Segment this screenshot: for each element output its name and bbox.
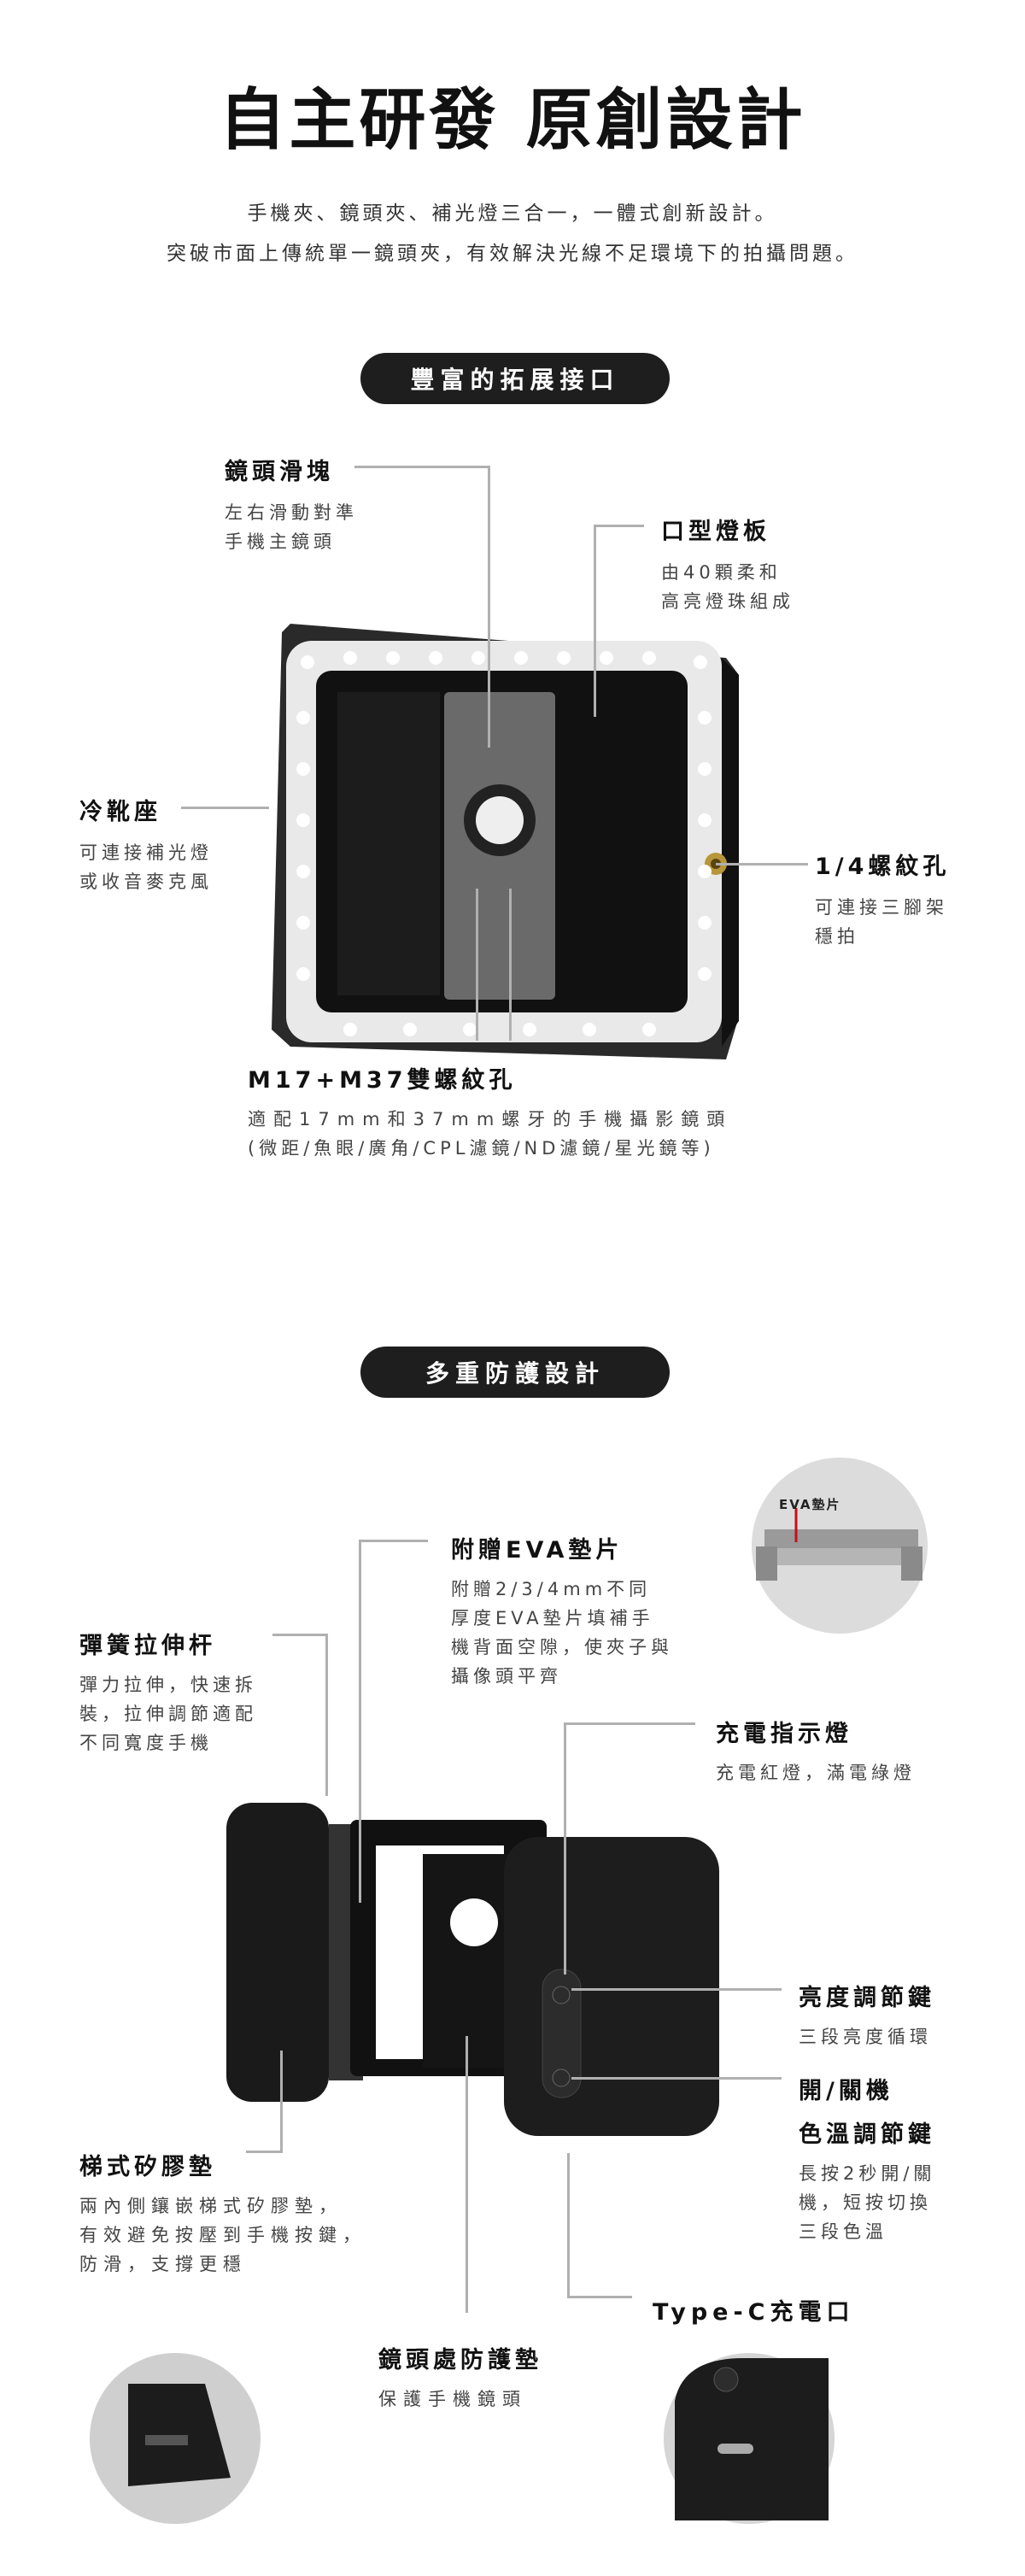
leader-line [716, 863, 808, 866]
leader-line [354, 466, 489, 468]
feature-desc: 三段色溫 [799, 2221, 887, 2242]
feature-desc: 可連接三腳架 [815, 897, 948, 918]
leader-line [509, 889, 512, 1041]
feature-charge-indicator: 充電指示燈 充電紅燈，滿電綠燈 [716, 1715, 916, 1787]
leader-line [594, 525, 596, 717]
feature-title: 開/關機 [799, 2078, 893, 2104]
feature-desc: 三段亮度循環 [799, 2027, 932, 2047]
subtitle-line: 突破市面上傳統單一鏡頭夾，有效解決光線不足環境下的拍攝問題。 [167, 243, 858, 265]
feature-title: 彈簧拉伸杆 [79, 1633, 216, 1659]
feature-desc: 有效避免按壓到手機按鍵， [79, 2225, 366, 2245]
feature-type-c-port: Type-C充電口 [653, 2293, 854, 2327]
feature-desc: 適配17mm和37mm螺牙的手機攝影鏡頭 [248, 1109, 733, 1130]
feature-desc: 不同寬度手機 [79, 1733, 213, 1753]
section-pill-protection: 多重防護設計 [360, 1347, 670, 1398]
feature-title: 冷靴座 [79, 799, 161, 825]
feature-desc: 彈力拉伸，快速拆 [79, 1675, 257, 1695]
feature-title: 口型燈板 [661, 519, 770, 545]
feature-desc: 可連接補光燈 [79, 842, 213, 863]
feature-title: 亮度調節鍵 [799, 1985, 935, 2011]
leader-line [567, 2153, 570, 2297]
feature-lens-guard: 鏡頭處防護墊 保護手機鏡頭 [378, 2341, 542, 2414]
leader-line [466, 2036, 468, 2313]
leader-line [272, 1634, 326, 1636]
leader-line [571, 1988, 782, 1991]
feature-desc: 高亮燈珠組成 [661, 591, 794, 612]
feature-desc: 防滑，支撐更穩 [79, 2254, 247, 2274]
subtitle-line: 手機夾、鏡頭夾、補光燈三合一，一體式創新設計。 [247, 202, 778, 225]
leader-line [280, 2051, 283, 2153]
feature-eva-pad: 附贈EVA墊片 附贈2/3/4mm不同 厚度EVA墊片填補手 機背面空隙，使夾子… [451, 1531, 673, 1691]
feature-title: M17+M37雙螺紋孔 [248, 1067, 517, 1094]
feature-desc: 穩拍 [815, 926, 859, 947]
leader-line [571, 2077, 782, 2080]
section-pill-interfaces: 豐富的拓展接口 [360, 353, 670, 404]
led-beads [296, 651, 712, 1036]
feature-desc: 兩內側鑲嵌梯式矽膠墊， [79, 2196, 343, 2216]
feature-title: 色溫調節鍵 [799, 2121, 935, 2148]
page-title: 自主研發 原創設計 [219, 82, 806, 159]
leader-line [476, 889, 478, 1041]
leader-line [360, 1540, 428, 1542]
leader-line [488, 466, 490, 748]
feature-lens-slider: 鏡頭滑塊 左右滑動對準 手機主鏡頭 [225, 453, 358, 556]
feature-desc: 機背面空隙，使夾子與 [451, 1637, 673, 1658]
led-light-clamp-image [272, 624, 739, 1059]
feature-title: 附贈EVA墊片 [451, 1537, 624, 1564]
feature-led-panel: 口型燈板 由40顆柔和 高亮燈珠組成 [661, 513, 794, 616]
type-c-port-detail-circle [664, 2353, 835, 2524]
feature-silicone-pad: 梯式矽膠墊 兩內側鑲嵌梯式矽膠墊， 有效避免按壓到手機按鍵， 防滑，支撐更穩 [79, 2148, 366, 2279]
feature-title: 1/4螺紋孔 [815, 854, 951, 880]
feature-brightness-key: 亮度調節鍵 三段亮度循環 [799, 1979, 935, 2051]
feature-desc: (微距/魚眼/廣角/CPL濾鏡/ND濾鏡/星光鏡等) [248, 1138, 715, 1159]
eva-pad-inset [752, 1458, 928, 1634]
feature-desc: 附贈2/3/4mm不同 [451, 1579, 652, 1599]
feature-desc: 左右滑動對準 [225, 502, 358, 523]
feature-desc: 裝，拉伸調節適配 [79, 1704, 257, 1724]
feature-power-color-temp-key: 開/關機 色溫調節鍵 長按2秒開/關 機，短按切換 三段色溫 [799, 2072, 935, 2246]
leader-line [567, 2296, 632, 2298]
feature-desc: 由40顆柔和 [661, 562, 782, 583]
leader-line [565, 1722, 695, 1725]
feature-desc: 或收音麥克風 [79, 871, 213, 892]
feature-m17-m37-thread: M17+M37雙螺紋孔 適配17mm和37mm螺牙的手機攝影鏡頭 (微距/魚眼/… [248, 1061, 732, 1163]
feature-desc: 長按2秒開/關 [799, 2163, 936, 2184]
silicone-pad-detail-circle [90, 2353, 261, 2524]
feature-desc: 厚度EVA墊片填補手 [451, 1608, 654, 1628]
feature-title: 鏡頭處防護墊 [378, 2347, 542, 2374]
feature-title: 鏡頭滑塊 [225, 459, 334, 485]
feature-title: 充電指示燈 [716, 1721, 852, 1747]
feature-desc: 手機主鏡頭 [225, 531, 336, 552]
feature-spring-rod: 彈簧拉伸杆 彈力拉伸，快速拆 裝，拉伸調節適配 不同寬度手機 [79, 1627, 257, 1757]
feature-quarter-inch-thread: 1/4螺紋孔 可連接三腳架 穩拍 [815, 848, 950, 951]
feature-desc: 保護手機鏡頭 [378, 2389, 527, 2409]
feature-title: Type-C充電口 [653, 2299, 855, 2326]
feature-title: 梯式矽膠墊 [79, 2154, 216, 2180]
feature-cold-shoe: 冷靴座 可連接補光燈 或收音麥克風 [79, 793, 213, 896]
leader-line [246, 2151, 281, 2153]
leader-line [359, 1540, 361, 1903]
leader-line [564, 1722, 566, 1975]
leader-line [594, 525, 644, 527]
leader-line [181, 807, 269, 809]
leader-line [325, 1634, 328, 1796]
phone-clamp-image [226, 1803, 719, 2136]
feature-desc: 機，短按切換 [799, 2192, 932, 2213]
feature-desc: 充電紅燈，滿電綠燈 [716, 1763, 916, 1783]
feature-desc: 攝像頭平齊 [451, 1666, 562, 1687]
eva-inset-label: EVA墊片 [779, 1497, 841, 1512]
